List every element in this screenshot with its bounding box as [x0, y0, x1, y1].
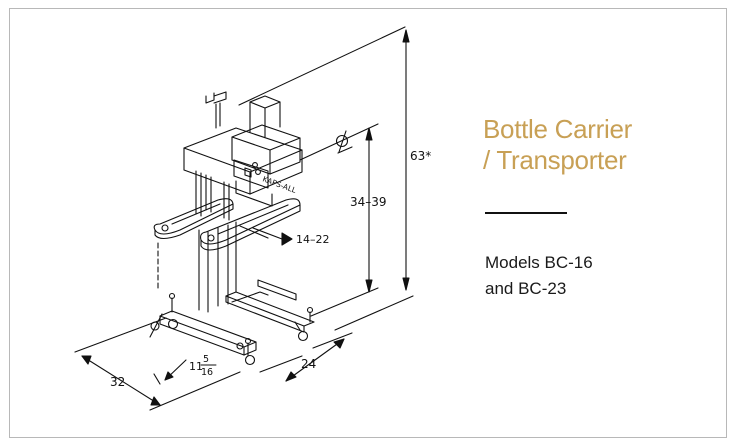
dim-arm-label: 14–22	[296, 233, 330, 246]
motor-box	[231, 95, 301, 175]
arm-dimension: 14–22	[239, 225, 330, 246]
lower-arm	[200, 198, 301, 251]
dim-offset-denominator: 16	[201, 367, 213, 378]
dim-width-label: 24	[301, 357, 316, 371]
product-title-line-1: Bottle Carrier	[483, 114, 632, 144]
title-divider	[485, 212, 567, 214]
offset-dimension: 11 5 16	[153, 354, 217, 385]
models-line-2: and BC-23	[485, 279, 567, 298]
dim-depth-label: 32	[110, 375, 125, 389]
product-title: Bottle Carrier / Transporter	[483, 114, 632, 176]
handle	[205, 91, 227, 129]
depth-dimension: 32	[74, 317, 241, 411]
base-frame	[159, 279, 315, 366]
width-dimension: 24	[259, 332, 353, 382]
brand-plate: KAPS-ALL	[261, 174, 298, 195]
column	[198, 221, 237, 313]
product-title-line-2: / Transporter	[483, 145, 627, 175]
adjust-dimension: 34–39	[299, 123, 387, 317]
upper-arm	[153, 198, 234, 240]
machine-drawing: 63* 34–39	[74, 26, 431, 411]
model-list: Models BC-16 and BC-23	[485, 250, 593, 302]
dim-height-label: 63*	[410, 149, 431, 163]
guide-rods	[195, 170, 230, 221]
dim-offset-numerator: 5	[203, 354, 209, 365]
upper-housing: KAPS-ALL	[183, 127, 303, 207]
content-frame	[9, 8, 727, 438]
dim-adjust-label: 34–39	[350, 195, 387, 209]
dim-offset-whole: 11	[189, 360, 203, 373]
models-line-1: Models BC-16	[485, 253, 593, 272]
height-dimension: 63*	[238, 26, 431, 331]
